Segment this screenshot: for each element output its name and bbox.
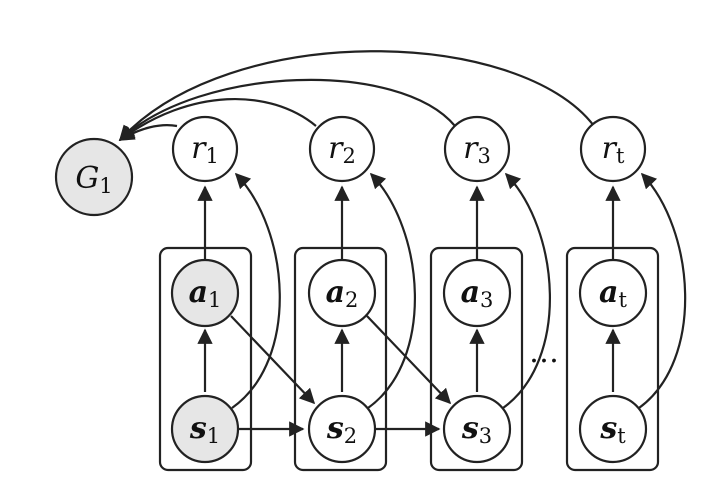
node-st-base: s <box>599 411 617 446</box>
node-r3-circle <box>443 115 511 183</box>
node-s3-base: s <box>461 411 479 446</box>
node-a3-circle <box>442 258 512 328</box>
edge-s2-r2 <box>367 172 416 409</box>
svg-text:r2: r2 <box>328 131 356 168</box>
node-a2: a2 <box>307 258 377 328</box>
svg-text:r3: r3 <box>463 131 491 168</box>
node-a3-base: a <box>461 275 480 310</box>
node-r3-base: r <box>463 131 479 166</box>
node-a1-base: a <box>189 275 208 310</box>
edge-r2-G1 <box>118 98 317 141</box>
plate-step-2 <box>293 246 388 472</box>
svg-text:at: at <box>599 275 627 312</box>
node-r1-sub: 1 <box>205 144 218 168</box>
svg-text:G1: G1 <box>75 161 112 198</box>
node-s2-sub: 2 <box>344 424 357 448</box>
edge-st-rt <box>638 172 687 409</box>
node-r3: r3 <box>443 115 511 183</box>
node-rt-base: r <box>602 131 618 166</box>
edges <box>118 50 687 437</box>
node-s3-circle <box>442 394 512 464</box>
node-s3-sub: 3 <box>479 424 492 448</box>
node-a2-sub: 2 <box>345 288 358 312</box>
edge-a2-s3 <box>366 315 452 405</box>
node-r2: r2 <box>308 115 376 183</box>
node-at-base: a <box>599 275 618 310</box>
node-s1-circle <box>170 394 240 464</box>
node-r1-base: r <box>191 131 207 166</box>
node-a3: a3 <box>442 258 512 328</box>
node-r1-circle <box>171 115 239 183</box>
node-rt-circle <box>579 115 647 183</box>
edge-s1-r1 <box>231 172 281 409</box>
node-at: at <box>578 258 648 328</box>
node-s2-circle <box>307 394 377 464</box>
node-r1: r1 <box>171 115 239 183</box>
svg-text:st: st <box>599 411 626 448</box>
edge-a1-s2 <box>230 315 316 405</box>
edge-r3-G1 <box>118 78 456 142</box>
node-s2-base: s <box>326 411 344 446</box>
node-a3-sub: 3 <box>480 288 493 312</box>
node-G1-circle <box>54 137 134 217</box>
node-s3: s3 <box>442 394 512 464</box>
svg-text:a1: a1 <box>189 275 222 312</box>
node-G1: G1 <box>54 137 134 217</box>
node-a2-circle <box>307 258 377 328</box>
node-r3-sub: 3 <box>477 144 490 168</box>
ellipsis: … <box>529 335 559 370</box>
node-r2-base: r <box>328 131 344 166</box>
node-rt-sub: t <box>616 144 625 168</box>
svg-text:a3: a3 <box>461 275 494 312</box>
svg-text:s3: s3 <box>461 411 492 448</box>
edge-rt-G1 <box>118 50 595 142</box>
svg-text:s2: s2 <box>326 411 357 448</box>
node-s1-sub: 1 <box>207 424 220 448</box>
nodes: G1 r1 r2 r3 rt a1 a2 a3 <box>54 115 648 464</box>
node-s1-base: s <box>189 411 207 446</box>
node-G1-sub: 1 <box>99 174 112 198</box>
svg-text:a2: a2 <box>326 275 359 312</box>
node-rt: rt <box>579 115 647 183</box>
node-r2-circle <box>308 115 376 183</box>
node-s2: s2 <box>307 394 377 464</box>
svg-text:r1: r1 <box>191 131 219 168</box>
node-a2-base: a <box>326 275 345 310</box>
node-at-circle <box>578 258 648 328</box>
node-a1: a1 <box>170 258 240 328</box>
node-st-sub: t <box>617 424 626 448</box>
node-st-circle <box>578 394 648 464</box>
node-G1-base: G <box>75 161 99 196</box>
node-at-sub: t <box>619 288 628 312</box>
node-st: st <box>578 394 648 464</box>
node-a1-circle <box>170 258 240 328</box>
node-a1-sub: 1 <box>208 288 221 312</box>
edge-s3-r3 <box>502 172 551 409</box>
svg-text:rt: rt <box>602 131 625 168</box>
svg-text:s1: s1 <box>189 411 220 448</box>
node-r2-sub: 2 <box>342 144 355 168</box>
node-s1: s1 <box>170 394 240 464</box>
